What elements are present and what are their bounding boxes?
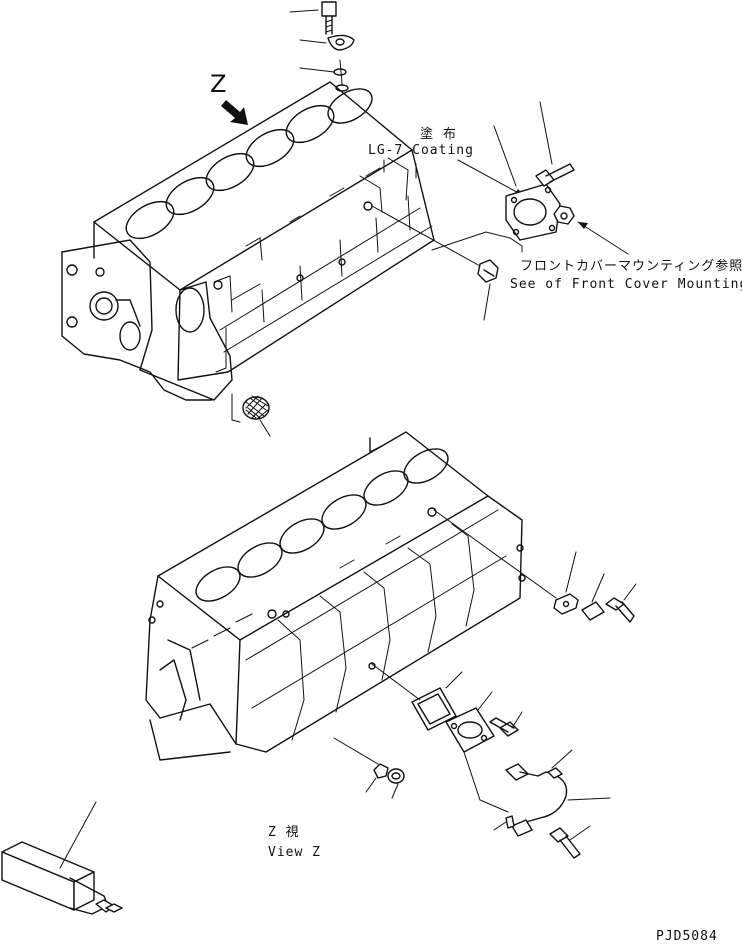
side-bolt (605, 583, 637, 623)
wire-connector (463, 751, 533, 837)
side-gasket (433, 509, 579, 615)
coating-jp-label: 塗 布 (420, 126, 457, 142)
view-z-letter: Z (210, 70, 226, 98)
lower-plugs (333, 737, 405, 799)
top-clip (299, 34, 355, 51)
coating-callout: 塗 布 LG-7 Coating (368, 126, 525, 197)
front-cover-plate (493, 125, 561, 241)
lower-cylinder-bores (195, 448, 449, 602)
sensor-flange (445, 691, 495, 753)
coating-en-label: LG-7 Coating (368, 143, 474, 158)
upper-cylinder-bores (125, 88, 373, 240)
front-cover-en-label: See of Front Cover Mounting (510, 277, 742, 292)
flange-bolt (489, 711, 523, 737)
cover-bolt (535, 101, 575, 187)
strainer-plug (231, 393, 271, 437)
flange-gasket (371, 663, 463, 731)
front-cover-jp-label: フロントカバーマウンティング参照 (520, 258, 742, 274)
harness-clip-bolt (549, 825, 591, 859)
side-plate (581, 573, 605, 621)
upper-engine-block (61, 81, 435, 401)
detail-sleeve (1, 801, 123, 915)
top-bolt (289, 1, 337, 35)
top-washer (299, 59, 349, 92)
view-z-jp-label: Z 視 (268, 825, 300, 840)
view-z-en-label: View Z (268, 845, 321, 860)
upper-sensor (371, 205, 523, 321)
temperature-sensor (505, 749, 611, 823)
cover-nut (553, 205, 629, 255)
view-z-arrow: Z (210, 70, 248, 125)
lower-engine-block (145, 431, 526, 761)
drawing-code: PJD5084 (656, 929, 718, 944)
